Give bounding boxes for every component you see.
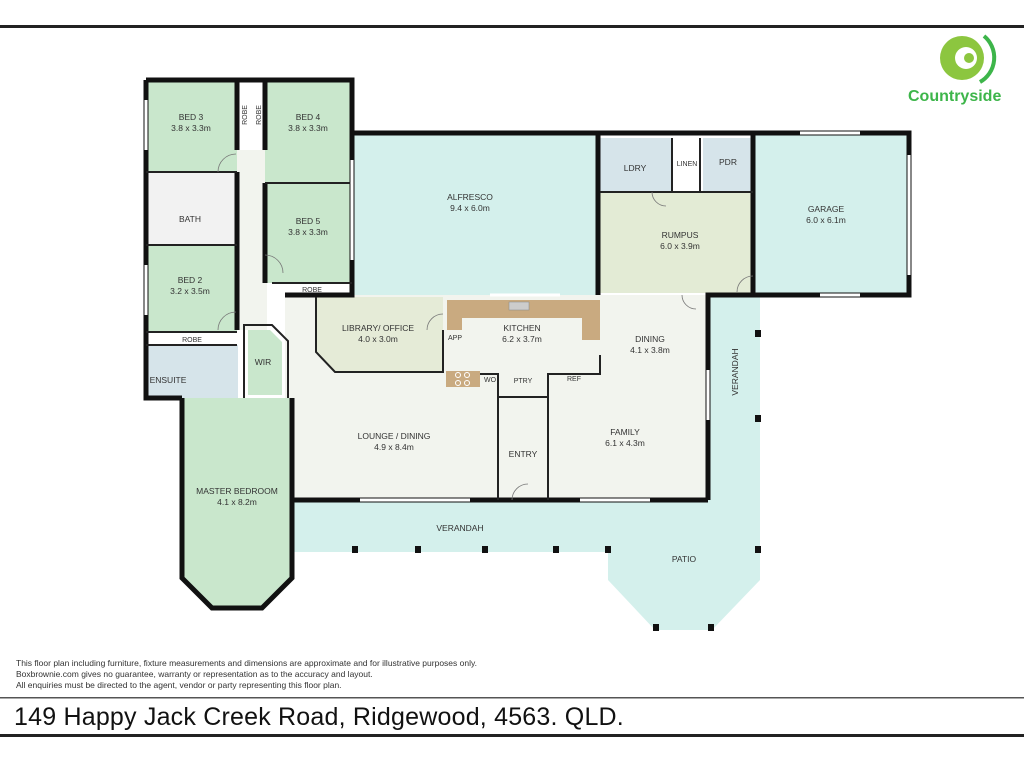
label-pdr: PDR xyxy=(719,157,737,167)
label-garage: GARAGE xyxy=(808,204,845,214)
label-patio: PATIO xyxy=(672,554,697,564)
label-app: APP xyxy=(448,335,462,342)
size-bed2: 3.2 x 3.5m xyxy=(170,286,210,296)
address-top-border xyxy=(0,697,1024,699)
size-dining: 4.1 x 3.8m xyxy=(630,345,670,355)
room-linen xyxy=(672,138,700,192)
room-ldry xyxy=(600,138,672,192)
disclaimer-line: Boxbrownie.com gives no guarantee, warra… xyxy=(16,669,373,679)
label-bed2: BED 2 xyxy=(178,275,203,285)
label-ensuite: ENSUITE xyxy=(150,375,187,385)
size-bed5: 3.8 x 3.3m xyxy=(288,227,328,237)
label-rumpus: RUMPUS xyxy=(662,230,699,240)
label-bed3: BED 3 xyxy=(179,112,204,122)
label-bath: BATH xyxy=(179,214,201,224)
label-entry: ENTRY xyxy=(509,449,538,459)
label-robe-1: ROBE xyxy=(242,105,249,125)
label-robe-4: ROBE xyxy=(182,337,202,344)
room-ensuite xyxy=(146,345,216,398)
label-alfresco: ALFRESCO xyxy=(447,192,493,202)
top-border xyxy=(0,25,1024,28)
label-verandah-front: VERANDAH xyxy=(436,523,483,533)
countryside-logo-icon xyxy=(940,34,997,84)
label-robe-3: ROBE xyxy=(302,287,322,294)
room-rumpus xyxy=(600,192,753,293)
room-bed2 xyxy=(146,245,237,331)
size-bed3: 3.8 x 3.3m xyxy=(171,123,211,133)
room-wir xyxy=(248,330,282,395)
disclaimer-line: This floor plan including furniture, fix… xyxy=(16,658,477,668)
label-dining: DINING xyxy=(635,334,665,344)
verandah-posts xyxy=(352,330,761,631)
size-bed4: 3.8 x 3.3m xyxy=(288,123,328,133)
kitchen-counter xyxy=(447,300,600,340)
disclaimer: This floor plan including furniture, fix… xyxy=(16,658,477,691)
label-ldry: LDRY xyxy=(624,163,647,173)
room-garage xyxy=(753,133,909,295)
hallway xyxy=(237,150,267,330)
room-bed3 xyxy=(146,80,237,172)
property-address: 149 Happy Jack Creek Road, Ridgewood, 45… xyxy=(14,703,624,731)
size-library: 4.0 x 3.0m xyxy=(358,334,398,344)
sink-icon xyxy=(508,301,530,311)
room-master xyxy=(182,398,292,608)
room-verandah-front xyxy=(292,500,610,552)
walls xyxy=(143,77,912,611)
label-library: LIBRARY/ OFFICE xyxy=(342,323,414,333)
size-master: 4.1 x 8.2m xyxy=(217,497,257,507)
size-kitchen: 6.2 x 3.7m xyxy=(502,334,542,344)
room-alfresco xyxy=(352,133,598,295)
size-alfresco: 9.4 x 6.0m xyxy=(450,203,490,213)
windows xyxy=(144,100,911,502)
room-library xyxy=(316,297,443,372)
room-bed4 xyxy=(265,80,352,183)
brand-name: Countryside xyxy=(908,88,1002,105)
cooktop-icon xyxy=(455,372,470,386)
label-robe-2: ROBE xyxy=(256,105,263,125)
size-lounge: 4.9 x 8.4m xyxy=(374,442,414,452)
label-bed4: BED 4 xyxy=(296,112,321,122)
ensuite-shower xyxy=(216,345,238,398)
label-verandah-side: VERANDAH xyxy=(730,348,740,395)
label-wir: WIR xyxy=(255,357,272,367)
size-garage: 6.0 x 6.1m xyxy=(806,215,846,225)
address-bottom-border xyxy=(0,734,1024,737)
room-pdr xyxy=(703,138,753,192)
label-family: FAMILY xyxy=(610,427,640,437)
label-kitchen: KITCHEN xyxy=(503,323,540,333)
door-swings xyxy=(217,153,754,501)
size-family: 6.1 x 4.3m xyxy=(605,438,645,448)
disclaimer-line: All enquiries must be directed to the ag… xyxy=(16,680,342,690)
room-bed5 xyxy=(265,183,352,283)
label-bed5: BED 5 xyxy=(296,216,321,226)
label-lounge: LOUNGE / DINING xyxy=(358,431,431,441)
size-rumpus: 6.0 x 3.9m xyxy=(660,241,700,251)
room-bath xyxy=(146,172,237,245)
label-wo: WO xyxy=(484,377,497,384)
room-patio xyxy=(608,500,760,630)
label-master: MASTER BEDROOM xyxy=(196,486,278,496)
label-ptry: PTRY xyxy=(514,378,533,385)
label-linen: LINEN xyxy=(677,161,698,168)
label-ref: REF xyxy=(567,376,581,383)
cooktop-counter xyxy=(446,371,480,387)
